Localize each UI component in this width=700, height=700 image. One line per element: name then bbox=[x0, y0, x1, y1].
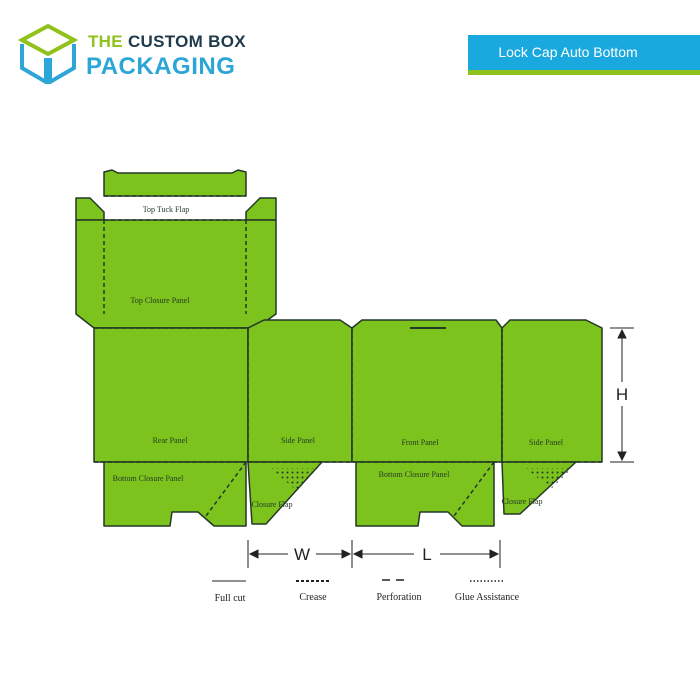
cube-icon bbox=[18, 23, 78, 84]
title-banner-stripe bbox=[468, 70, 700, 75]
label-top-closure-panel: Top Closure Panel bbox=[131, 296, 191, 305]
dimension-height-label: H bbox=[616, 385, 628, 404]
title-banner bbox=[468, 35, 700, 70]
dimension-length bbox=[352, 540, 501, 568]
label-bottom-closure-left: Bottom Closure Panel bbox=[113, 474, 184, 483]
brand-the: THE bbox=[88, 32, 123, 51]
label-bottom-closure-right: Bottom Closure Panel bbox=[379, 470, 450, 479]
glue-area-left bbox=[270, 468, 318, 490]
top-tuck-flap-shape bbox=[103, 169, 247, 197]
legend-full-cut-label: Full cut bbox=[215, 593, 246, 604]
dimension-width bbox=[247, 540, 353, 568]
banner-title: Lock Cap Auto Bottom bbox=[498, 44, 638, 60]
bottom-closure-left-shape bbox=[103, 461, 247, 527]
dimension-height bbox=[610, 327, 634, 463]
label-closure-flap-right: Closure Flap bbox=[501, 497, 542, 506]
dimension-length-label: L bbox=[422, 545, 431, 564]
label-side-panel-right: Side Panel bbox=[529, 438, 564, 447]
dimension-width-label: W bbox=[294, 545, 310, 564]
brand-custom-box: CUSTOM BOX bbox=[127, 32, 246, 51]
label-side-panel-left: Side Panel bbox=[281, 436, 316, 445]
brand-name-line2: PACKAGING bbox=[86, 53, 236, 80]
left-dust-flap-shape bbox=[75, 197, 105, 221]
label-top-tuck-flap: Top Tuck Flap bbox=[143, 205, 190, 214]
label-closure-flap-left: Closure Flap bbox=[251, 500, 292, 509]
bottom-closure-right-shape bbox=[355, 461, 495, 527]
legend-crease-label: Crease bbox=[299, 592, 327, 603]
right-dust-flap-shape bbox=[245, 197, 277, 221]
glue-area-right bbox=[524, 468, 572, 488]
brand-logo: THE CUSTOM BOX PACKAGING bbox=[18, 22, 258, 84]
label-rear-panel: Rear Panel bbox=[153, 436, 189, 445]
label-front-panel: Front Panel bbox=[401, 438, 439, 447]
legend-perforation-label: Perforation bbox=[377, 592, 422, 603]
brand-name-line1: THE CUSTOM BOX bbox=[88, 32, 246, 52]
legend-glue-label: Glue Assistance bbox=[455, 592, 520, 603]
legend: Full cut Crease Perforation Glue Assista… bbox=[212, 579, 520, 604]
